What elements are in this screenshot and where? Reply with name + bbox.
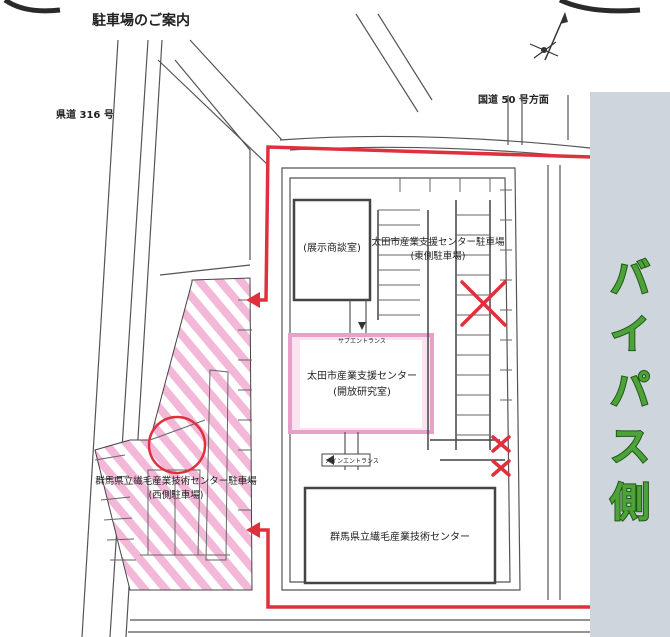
- exhibition-label: (展示商談室): [303, 241, 361, 254]
- west-parking-sublabel: (西側駐車場): [149, 489, 204, 501]
- map-title: 駐車場のご案内: [92, 12, 190, 29]
- east-parking-bays: [377, 178, 512, 461]
- bypass-label: バ イ パ ス 側: [608, 255, 651, 527]
- access-route: [246, 145, 593, 609]
- road-label-route50: 国道 50 号方面: [478, 93, 549, 106]
- sub-entrance-label: サブエントランス: [338, 337, 386, 345]
- road-label-316: 県道 316 号: [56, 108, 114, 121]
- route-arrow-lower-icon: [246, 522, 260, 538]
- bypass-char-2: イ: [610, 312, 650, 358]
- ota-center-sublabel: (開放研究室): [333, 385, 391, 398]
- gunma-center-label: 群馬県立繊毛産業技術センター: [330, 530, 470, 543]
- ota-center-label: 太田市産業支援センター: [307, 369, 417, 382]
- frame-arc-left: [3, 0, 61, 14]
- gunma-center-building: [303, 486, 497, 585]
- route-arrow-upper-icon: [246, 292, 260, 308]
- west-parking-label: 群馬県立繊毛産業技術センター駐車場: [95, 475, 257, 487]
- main-entrance-label: メインエントランス: [325, 458, 379, 465]
- bypass-char-1: バ: [610, 256, 650, 302]
- no-entry-x-large: [460, 280, 507, 327]
- site-boundary: [281, 167, 521, 591]
- east-parking-sublabel: (東側駐車場): [411, 250, 466, 262]
- no-entry-x-small-1: [491, 435, 511, 453]
- west-parking-area: [94, 277, 253, 591]
- sub-entrance-arrow-icon: [358, 322, 366, 330]
- marked-area-circle: [147, 415, 207, 475]
- bypass-char-5: 側: [609, 480, 650, 526]
- main-entrance-arrow-icon: [326, 455, 334, 465]
- no-entry-x-small-2: [491, 459, 511, 477]
- exhibition-building: [292, 198, 372, 302]
- bypass-band: [590, 92, 670, 637]
- frame-arc-right: [558, 0, 641, 14]
- east-parking-label: 太田市産業支援センター駐車場: [371, 236, 505, 248]
- bypass-char-3: パ: [610, 368, 650, 414]
- bypass-char-4: ス: [610, 424, 650, 470]
- compass-icon: [529, 12, 568, 61]
